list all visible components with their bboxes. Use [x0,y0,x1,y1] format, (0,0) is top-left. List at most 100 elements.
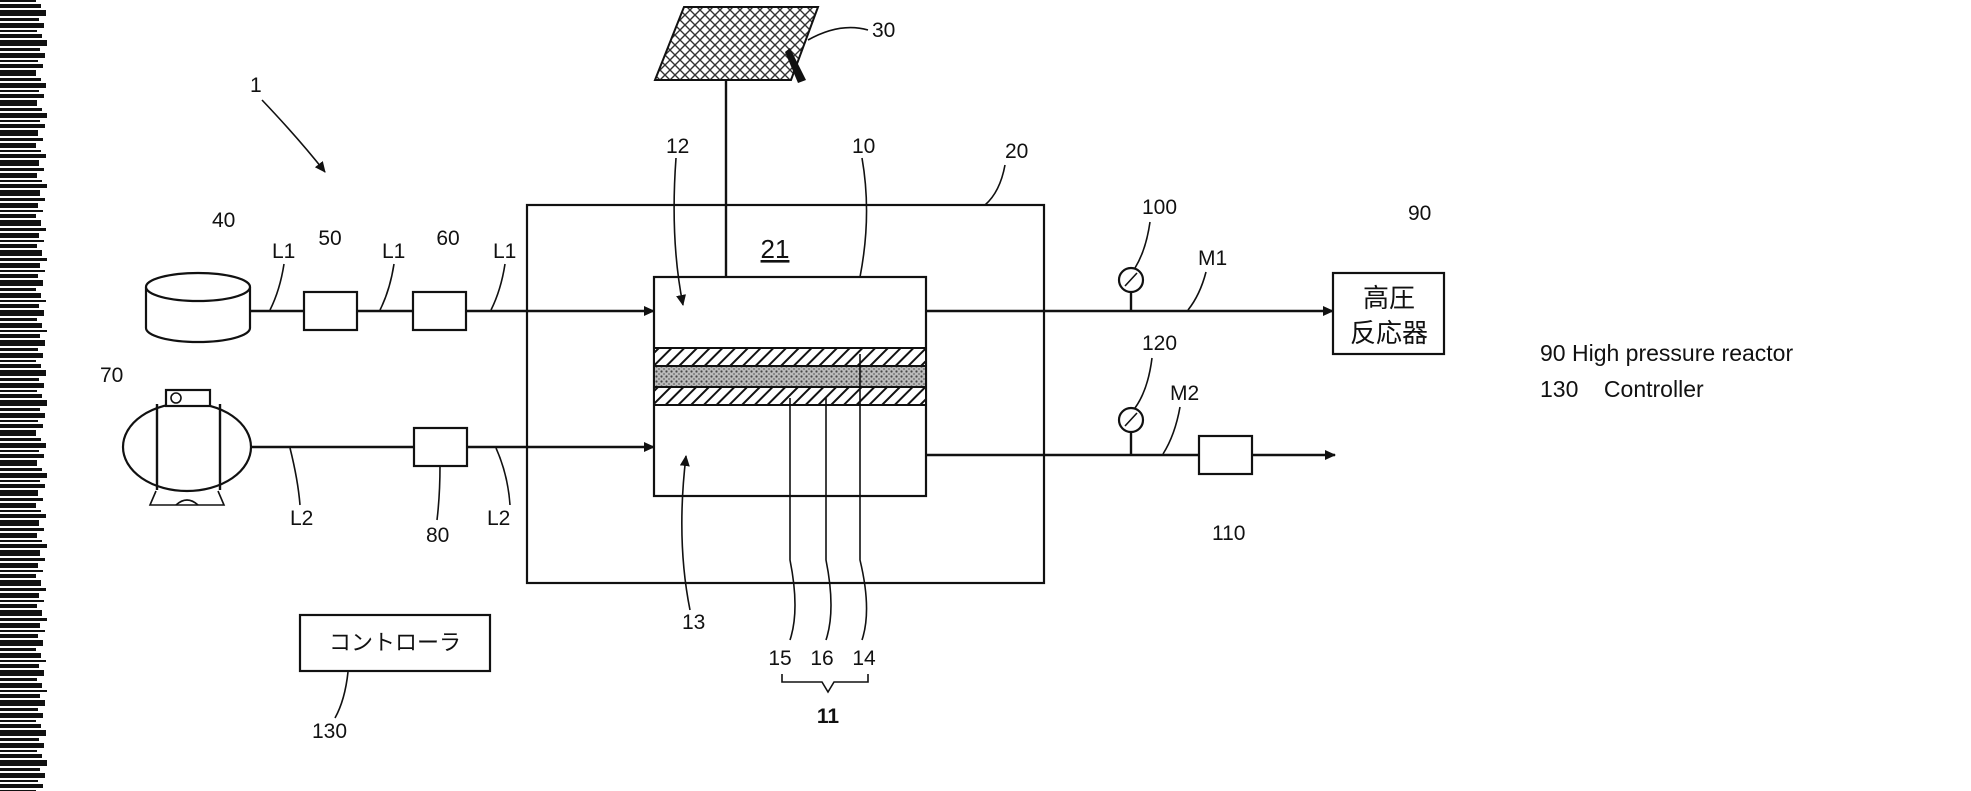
barcode-bar [0,558,45,561]
barcode-bar [0,660,46,662]
barcode-bar [0,730,46,736]
barcode-bar [0,754,42,758]
barcode-bar [0,293,41,298]
barcode-bar [0,70,36,76]
barcode-bar [0,593,39,598]
device-50 [304,292,357,330]
barcode-bar [0,210,43,212]
label-1: 1 [250,74,262,97]
barcode-bar [0,738,39,741]
barcode-bar [0,353,43,358]
barcode-bar [0,700,45,706]
barcode-bar [0,604,37,608]
barcode-bar [0,168,44,171]
barcode-bar [0,634,38,638]
barcode-bar [0,784,43,788]
barcode-bar [0,563,38,568]
barcode-bar [0,630,45,632]
barcode-bar [0,263,40,268]
barcode-bar [0,678,37,681]
barcode-bar [0,413,45,418]
barcode-bar [0,310,44,316]
barcode-bar [0,443,46,448]
barcode-bar [0,713,43,718]
barcode-bar [0,198,45,201]
barcode-bar [0,420,38,422]
barcode-bar [0,490,38,496]
label-80: 80 [426,524,449,547]
label-20: 20 [1005,140,1028,163]
label-14: 14 [852,647,876,670]
label-l1-a: L1 [272,240,295,263]
layer-top-hatch [654,348,926,366]
barcode-bar [0,640,43,646]
device-80 [414,428,467,466]
barcode-bar [0,550,40,556]
barcode-bar [0,340,45,346]
barcode-bar [0,773,45,778]
label-l2-a: L2 [290,507,313,530]
label-m2: M2 [1170,382,1199,405]
layer-middle-dots [654,366,926,387]
label-12: 12 [666,135,689,158]
barcode-bar [0,100,37,106]
label-70: 70 [100,364,123,387]
leader-20 [985,165,1005,205]
barcode-bar [0,610,42,616]
barcode-bar [0,694,40,698]
barcode-bar [0,484,45,488]
leader-80 [437,466,440,520]
barcode-bar [0,400,47,406]
barcode-bar [0,370,46,376]
label-40: 40 [212,209,235,232]
barcode-bar [0,514,46,518]
barcode-bar [0,40,47,46]
label-110: 110 [1212,522,1245,545]
barcode-bar [0,378,39,381]
barcode-bar [0,138,43,141]
barcode-bar [0,64,43,68]
barcode-bar [0,653,41,658]
barcode-bar [0,480,40,482]
barcode-bar [0,438,41,441]
barcode-bar [0,233,39,238]
barcode-bar [0,690,47,692]
barcode-bar [0,768,40,771]
barcode-bar [0,544,47,548]
barcode-bar [0,228,46,231]
barcode-bar [0,108,42,111]
barcode-bar [0,274,38,278]
barcode-bar [0,520,39,526]
barcode-bar [0,280,43,286]
barcode-bar [0,0,36,2]
barcode-bar [0,220,41,226]
barcode-bar [0,454,44,458]
barcode-bar [0,288,36,291]
barcode-bar [0,300,46,302]
barcode-bar [0,160,39,166]
leader-30 [808,28,868,40]
barcode-bar [0,473,47,478]
label-90: 90 [1408,202,1431,225]
device-60 [413,292,466,330]
label-21: 21 [761,234,790,264]
leader-m2 [1163,407,1180,454]
barcode-bar [0,618,47,621]
barcode-bar [0,30,37,32]
barcode-bar [0,720,36,722]
barcode-bar [0,743,44,748]
barcode-bar [0,623,40,628]
barcode-bar [0,394,42,398]
barcode-bar [0,588,46,591]
label-50: 50 [318,227,341,250]
barcode-bar [0,203,38,208]
barcode-bar [0,430,36,436]
barcode-bar [0,408,40,411]
leader-l2-a [290,448,300,505]
barcode-bar [0,304,39,308]
reactor-line1: 高圧 [1363,283,1415,313]
barcode-bar [0,390,37,392]
barcode-bar [0,214,36,218]
leader-l2-b [496,448,510,505]
label-30: 30 [872,19,895,42]
